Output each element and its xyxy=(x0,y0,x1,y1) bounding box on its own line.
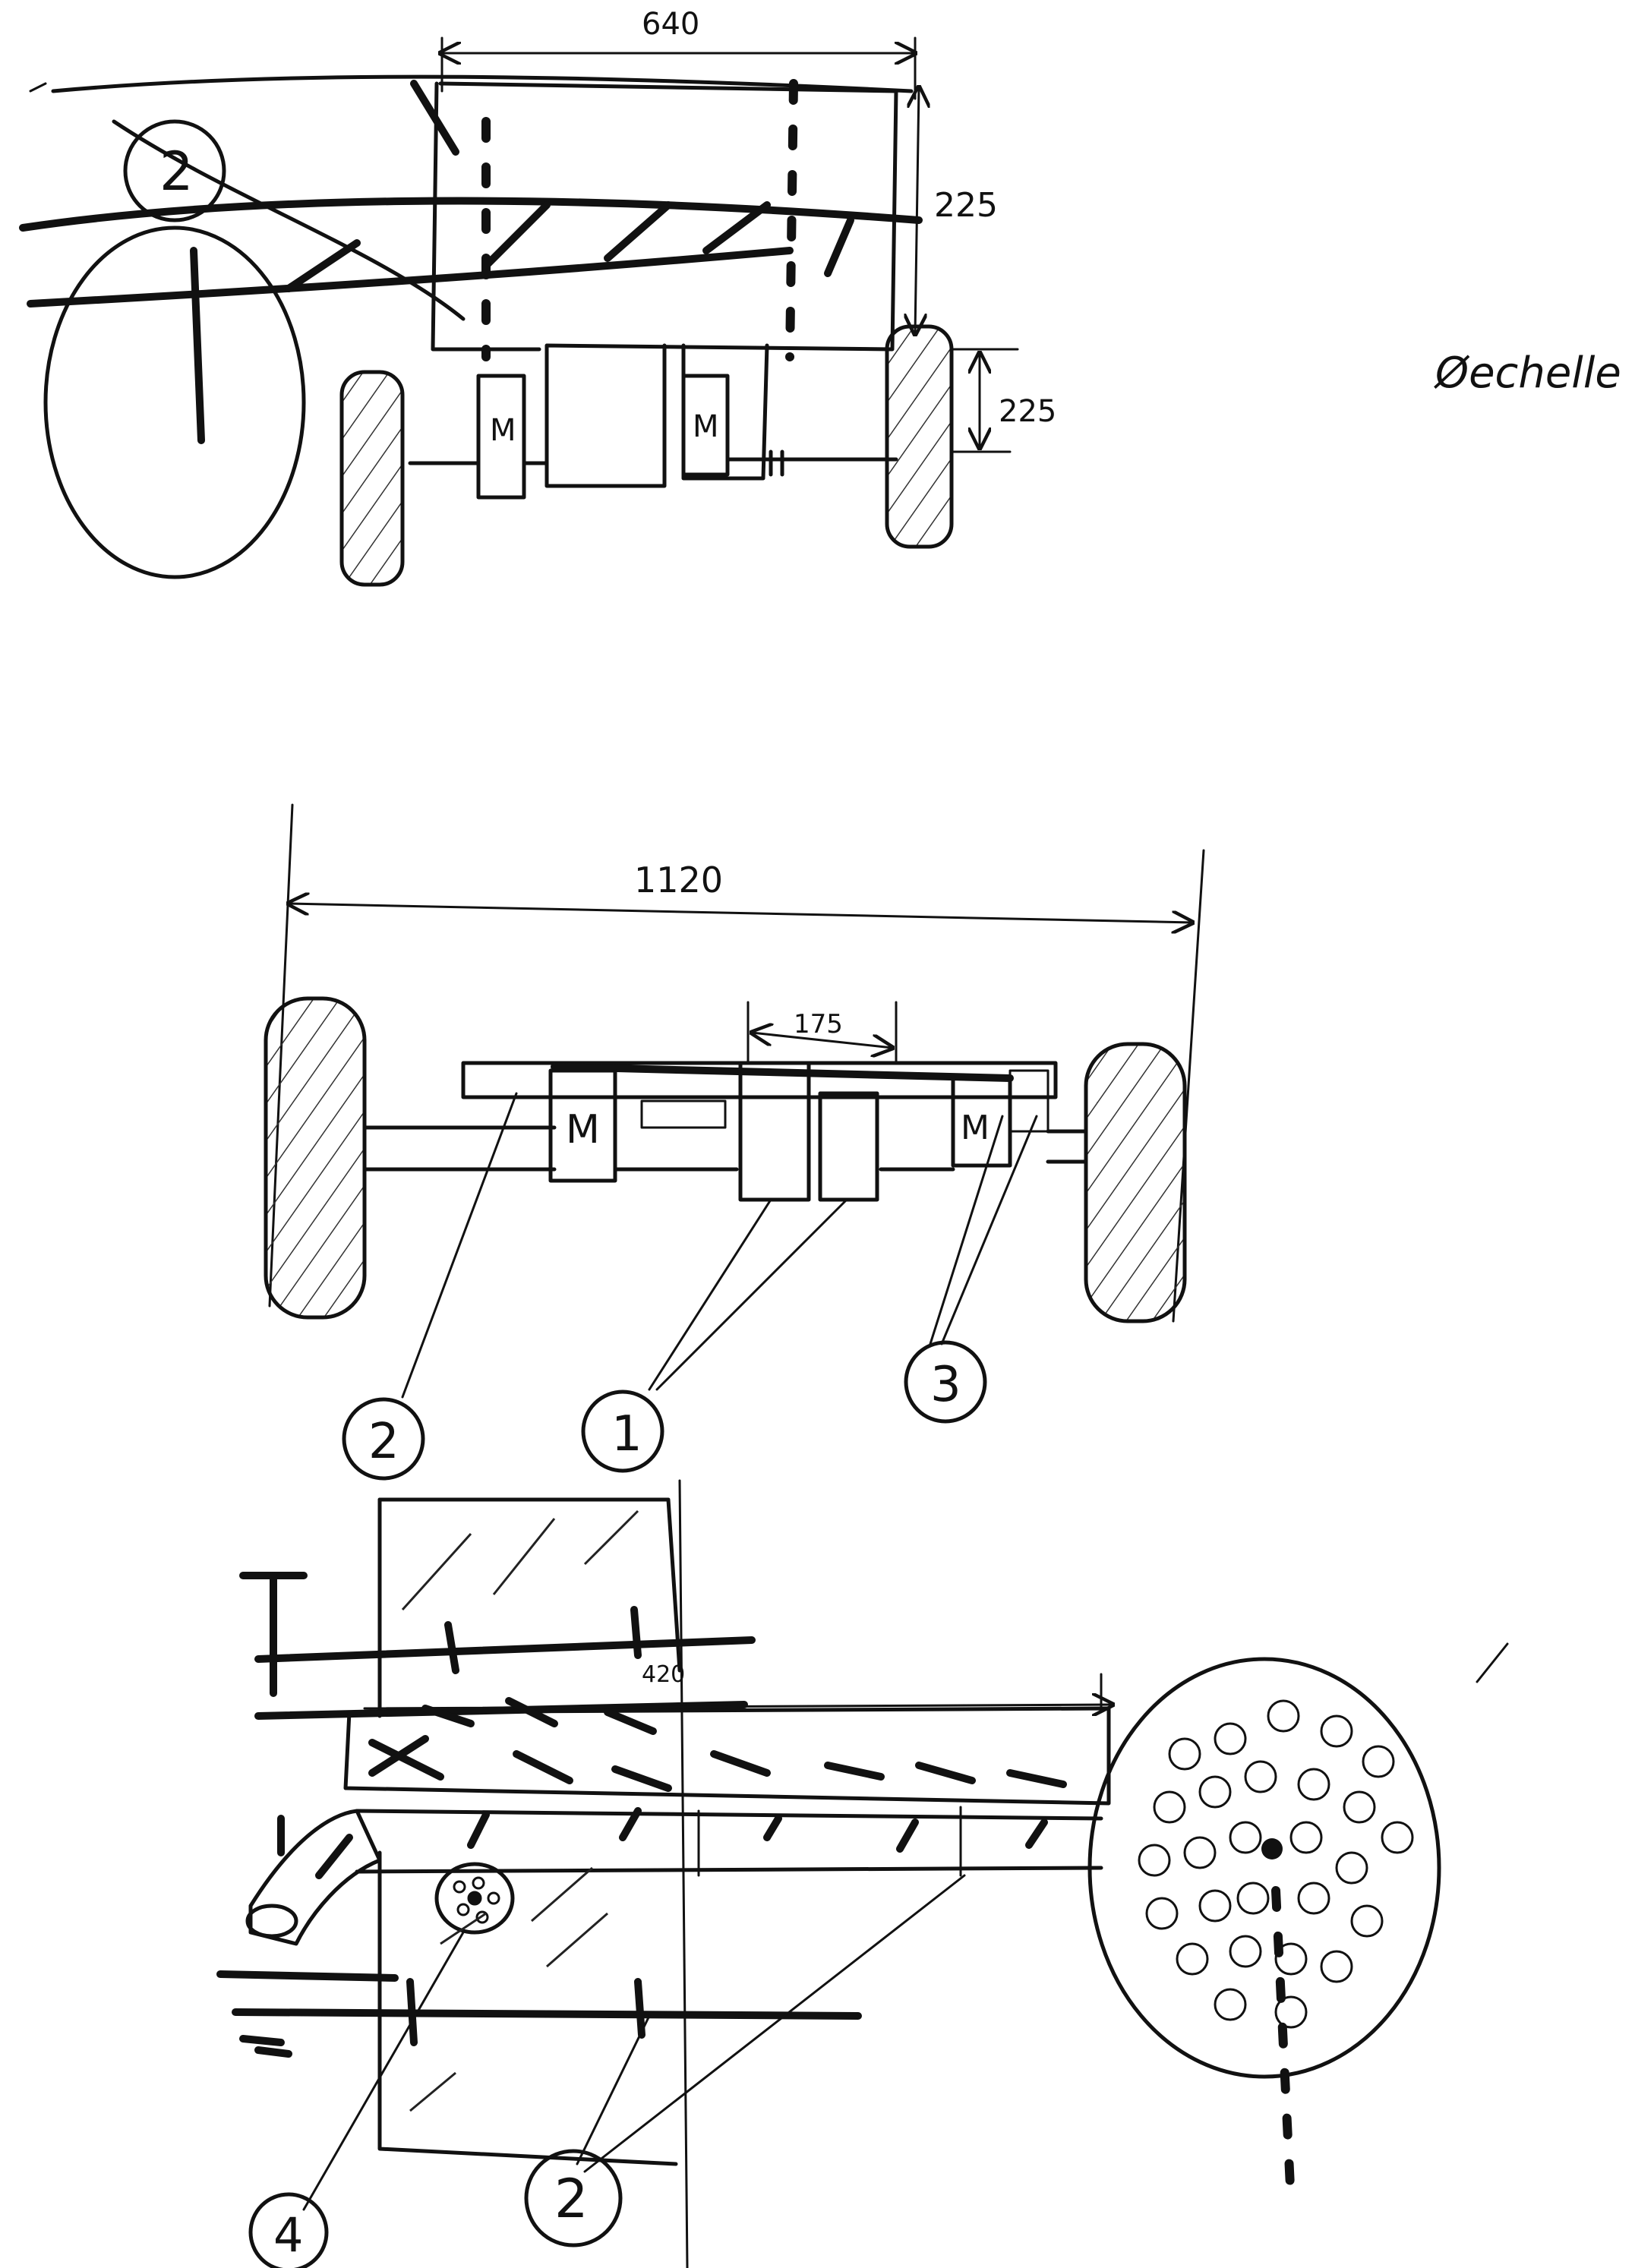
body-box xyxy=(438,81,898,488)
callout-2-front: 2 xyxy=(368,1414,399,1470)
front-view: 1120 M M 175 2 1 xyxy=(264,803,1205,1481)
motor-left-side xyxy=(476,374,526,500)
dim-width-label: 1120 xyxy=(634,860,723,901)
dim-length-label: 640 xyxy=(642,7,699,42)
callout-circle-3-front xyxy=(904,1340,987,1424)
small-perforated-disc xyxy=(434,1862,515,1935)
motor-left-front-label: M xyxy=(566,1107,600,1153)
callout-3-front: 3 xyxy=(930,1357,961,1413)
callout-2-side: 2 xyxy=(159,140,194,203)
callout-circle-1-front xyxy=(581,1390,664,1473)
spout-pipe xyxy=(248,1809,382,1946)
front-wheel-right xyxy=(1084,1042,1187,1323)
boom-arm xyxy=(19,197,923,232)
dim-inner-label: 175 xyxy=(794,1009,843,1039)
central-block-left xyxy=(738,1061,811,1202)
motor-right-side xyxy=(681,374,730,477)
top-view: 420 xyxy=(216,1479,1441,2268)
callout-circle-4-top xyxy=(248,2192,329,2268)
motor-right-label: M xyxy=(693,409,719,444)
small-wheel-right xyxy=(885,324,954,549)
dim-height-top-label: 225 xyxy=(934,186,998,225)
dim-height-lower-label: 225 xyxy=(999,394,1056,429)
motor-left-front xyxy=(548,1068,617,1183)
large-perforated-wheel xyxy=(1087,1657,1441,2079)
callout-circle-2-top xyxy=(524,2149,623,2247)
top-dim-label: 420 xyxy=(642,1661,685,1688)
callout-4-top: 4 xyxy=(273,2207,303,2263)
motor-left-label: M xyxy=(490,413,516,448)
callout-1-front: 1 xyxy=(611,1406,642,1462)
side-view: M M 640 225 225 2 xyxy=(19,7,1056,587)
front-wheel-left xyxy=(264,996,367,1320)
small-wheel-left xyxy=(339,370,405,587)
scale-note: Øechelle xyxy=(1434,349,1621,398)
large-wheel xyxy=(43,226,306,579)
motor-right-front-label: M xyxy=(961,1109,990,1147)
callout-circle-2-front xyxy=(342,1397,425,1481)
long-beam xyxy=(343,1706,1111,1806)
callout-circle-2-side xyxy=(123,119,226,222)
callout-2-top: 2 xyxy=(554,2168,589,2230)
central-block-right xyxy=(818,1091,879,1202)
